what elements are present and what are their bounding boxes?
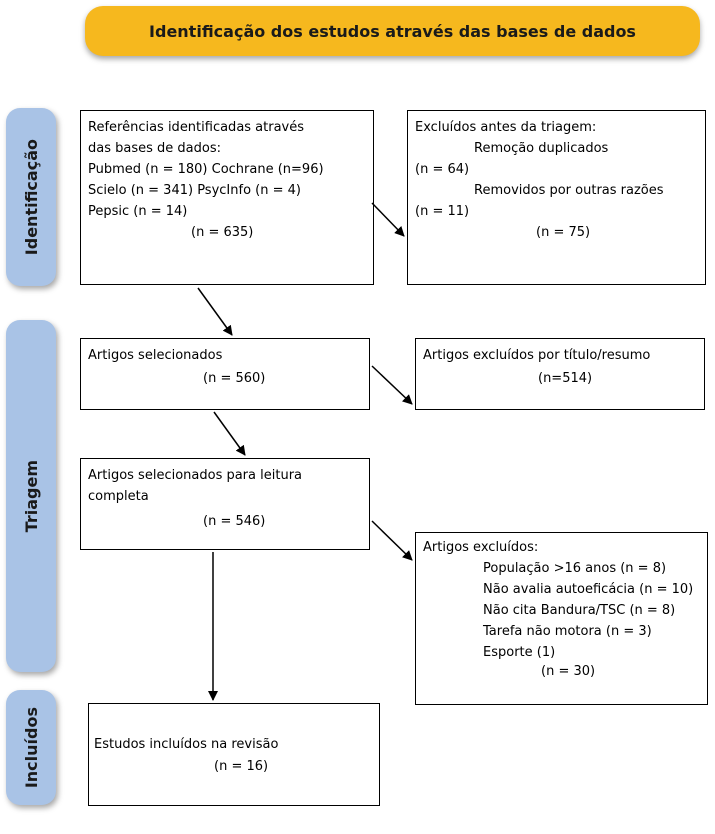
phase-identificacao: Identificação — [6, 108, 56, 286]
included-title: Estudos incluídos na revisão — [94, 737, 279, 752]
identified-line5: Pepsic (n = 14) — [88, 204, 188, 219]
arrow-full-read-to-excluded-full — [371, 520, 413, 561]
identified-total: (n = 635) — [191, 225, 254, 240]
full-read-line1: Artigos selecionados para leitura — [88, 468, 302, 483]
box-excluded-title: Artigos excluídos por título/resumo (n=5… — [415, 338, 705, 410]
arrow-selected-to-excluded-title — [371, 365, 413, 405]
box-selected: Artigos selecionados (n = 560) — [80, 338, 370, 410]
phase-triagem: Triagem — [6, 320, 56, 672]
selected-title: Artigos selecionados — [88, 348, 223, 363]
excluded-before-dup-label: Remoção duplicados — [474, 141, 609, 156]
arrow-selected-to-full-read — [213, 411, 246, 456]
box-excluded-before: Excluídos antes da triagem: Remoção dupl… — [407, 110, 706, 285]
identified-line1: Referências identificadas através — [88, 120, 305, 135]
excluded-title-title: Artigos excluídos por título/resumo — [423, 348, 651, 363]
identified-line3: Pubmed (n = 180) Cochrane (n=96) — [88, 162, 324, 177]
excluded-title-n: (n=514) — [538, 371, 593, 386]
excluded-full-title: Artigos excluídos: — [423, 540, 539, 555]
header-banner: Identificação dos estudos através das ba… — [85, 6, 700, 56]
arrow-identified-to-excluded — [371, 202, 405, 237]
box-identified: Referências identificadas através das ba… — [80, 110, 374, 285]
identified-line4: Scielo (n = 341) PsycInfo (n = 4) — [88, 183, 301, 198]
box-full-read: Artigos selecionados para leitura comple… — [80, 458, 370, 550]
excluded-full-r2: Não avalia autoeficácia (n = 10) — [483, 582, 694, 597]
full-read-n: (n = 546) — [203, 514, 266, 529]
excluded-full-r3: Não cita Bandura/TSC (n = 8) — [483, 603, 676, 618]
arrow-identified-to-selected — [197, 287, 233, 336]
excluded-before-other-n: (n = 11) — [415, 204, 470, 219]
header-title: Identificação dos estudos através das ba… — [149, 21, 636, 41]
excluded-full-r5: Esporte (1) — [483, 645, 556, 660]
identified-line2: das bases de dados: — [88, 141, 221, 156]
included-n: (n = 16) — [214, 759, 269, 774]
phase-incluidos: Incluídos — [6, 690, 56, 805]
full-read-line2: completa — [88, 489, 149, 504]
excluded-full-r4: Tarefa não motora (n = 3) — [483, 624, 652, 639]
selected-n: (n = 560) — [203, 371, 266, 386]
excluded-full-total: (n = 30) — [541, 664, 596, 679]
excluded-before-dup-n: (n = 64) — [415, 162, 470, 177]
excluded-before-title: Excluídos antes da triagem: — [415, 120, 597, 135]
box-included: Estudos incluídos na revisão (n = 16) — [88, 703, 380, 806]
box-excluded-full: Artigos excluídos: População >16 anos (n… — [415, 532, 708, 705]
excluded-before-other-label: Removidos por outras razões — [474, 183, 664, 198]
excluded-full-r1: População >16 anos (n = 8) — [483, 561, 667, 576]
excluded-before-total: (n = 75) — [536, 225, 591, 240]
